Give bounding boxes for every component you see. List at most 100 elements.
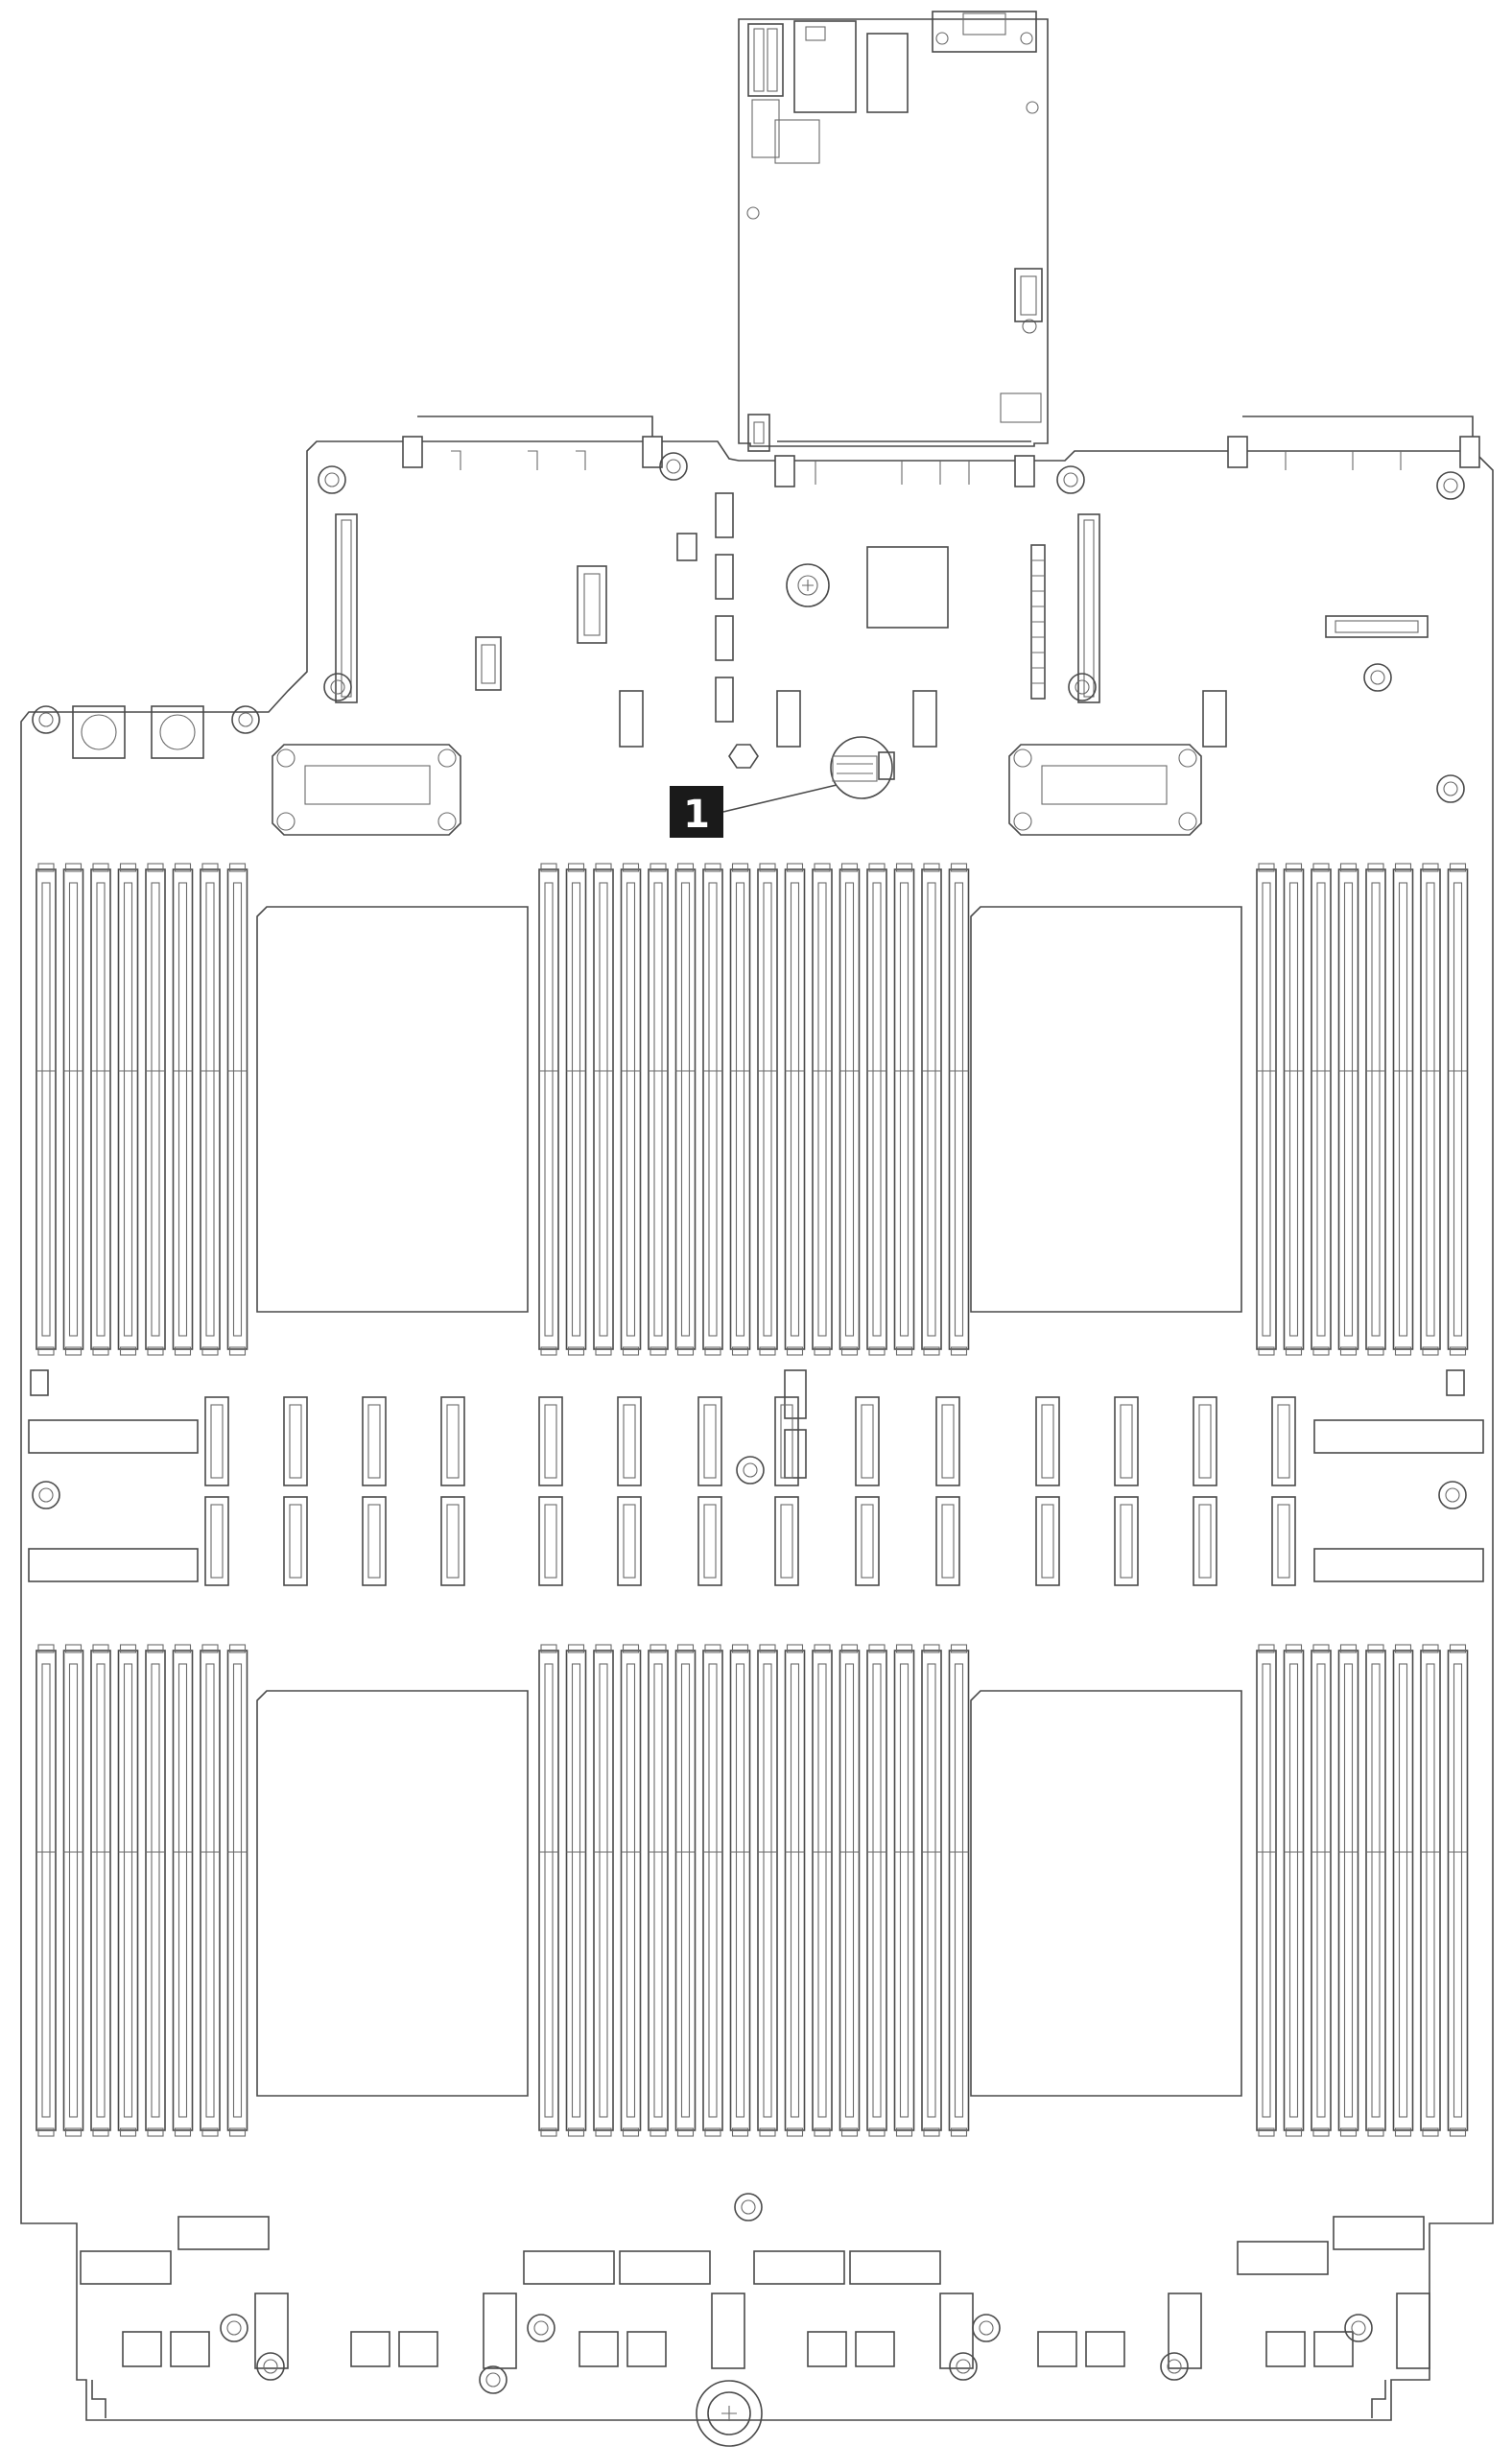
dimm-slot bbox=[620, 863, 642, 1356]
board-mount-screw bbox=[786, 563, 830, 607]
dimm-slot bbox=[784, 863, 806, 1356]
dimm-slot bbox=[921, 863, 942, 1356]
mounting-screw bbox=[1438, 1481, 1467, 1509]
dimm-slot bbox=[565, 863, 587, 1356]
mcio-connector bbox=[1271, 1396, 1296, 1486]
dimm-slot bbox=[757, 1644, 778, 2137]
dimm-slot bbox=[145, 1644, 166, 2137]
pin-header-column bbox=[1030, 544, 1046, 700]
dimm-slot bbox=[593, 863, 614, 1356]
mounting-screw bbox=[1160, 2352, 1189, 2381]
mounting-screw bbox=[1344, 2314, 1373, 2342]
mounting-screw bbox=[220, 2314, 248, 2342]
dimm-slot bbox=[702, 863, 723, 1356]
dimm-slot bbox=[1256, 1644, 1277, 2137]
dimm-slot bbox=[538, 863, 559, 1356]
mounting-screw bbox=[479, 2365, 508, 2394]
dimm-slot bbox=[565, 1644, 587, 2137]
mcio-connector bbox=[440, 1496, 465, 1586]
dimm-slot bbox=[226, 863, 248, 1356]
mcio-connector bbox=[1035, 1496, 1060, 1586]
mounting-screw bbox=[1436, 471, 1465, 500]
pcie-retainer-left bbox=[272, 744, 461, 836]
mcio-connector bbox=[617, 1396, 642, 1486]
dimm-slot bbox=[1392, 863, 1414, 1356]
dimm-slot bbox=[1392, 1644, 1414, 2137]
nut-hex bbox=[728, 744, 759, 769]
pcie-slot-right bbox=[1077, 513, 1100, 703]
mounting-screw bbox=[1436, 774, 1465, 803]
dimm-slot bbox=[1420, 1644, 1441, 2137]
mcio-connector bbox=[362, 1396, 387, 1486]
dimm-slot bbox=[538, 1644, 559, 2137]
mounting-screw bbox=[256, 2352, 285, 2381]
mcio-connector bbox=[440, 1396, 465, 1486]
dimm-slot bbox=[620, 1644, 642, 2137]
mcio-connector bbox=[855, 1396, 880, 1486]
dimm-slot bbox=[1447, 1644, 1469, 2137]
mcio-connector bbox=[204, 1496, 229, 1586]
mounting-screw bbox=[32, 1481, 60, 1509]
processor-socket bbox=[256, 906, 529, 1313]
dimm-slot bbox=[866, 1644, 887, 2137]
mcio-connector bbox=[538, 1496, 563, 1586]
dimm-slot bbox=[866, 863, 887, 1356]
mounting-screw bbox=[736, 1456, 765, 1485]
dimm-slot bbox=[1283, 863, 1305, 1356]
mounting-screw bbox=[949, 2352, 978, 2381]
dimm-slot bbox=[1420, 863, 1441, 1356]
pcie-retainer-right bbox=[1008, 744, 1202, 836]
dimm-slot bbox=[921, 1644, 942, 2137]
mounting-screw bbox=[527, 2314, 555, 2342]
mcio-connector bbox=[935, 1496, 960, 1586]
mounting-screw bbox=[734, 2193, 763, 2221]
mcio-connector bbox=[855, 1496, 880, 1586]
management-controller-chip bbox=[866, 546, 949, 629]
rear-pin-header bbox=[1014, 268, 1043, 322]
callout-leader-line bbox=[722, 784, 838, 813]
mcio-connector bbox=[283, 1396, 308, 1486]
callout-badge bbox=[670, 786, 723, 838]
mid-connector-rows bbox=[28, 1369, 1484, 1582]
dimm-slot bbox=[948, 863, 970, 1356]
dimm-slot bbox=[674, 863, 697, 1356]
dimm-slot bbox=[172, 1644, 194, 2137]
mcio-connector bbox=[697, 1396, 722, 1486]
mcio-connector bbox=[1193, 1396, 1217, 1486]
processor-sockets bbox=[256, 906, 1242, 2097]
riser-slot-3 bbox=[1227, 416, 1480, 470]
dimm-slot bbox=[1311, 863, 1332, 1356]
dimm-slot bbox=[948, 1644, 970, 2137]
coin-cell-battery bbox=[830, 736, 895, 799]
rear-vga-connector bbox=[932, 11, 1037, 53]
dimm-slot bbox=[90, 863, 111, 1356]
dimm-slot bbox=[812, 863, 833, 1356]
mcio-connector bbox=[204, 1396, 229, 1486]
rear-network-port bbox=[793, 20, 857, 113]
dimm-slot bbox=[648, 1644, 669, 2137]
mcio-connectors bbox=[204, 1396, 1296, 1586]
ocp-connector bbox=[1325, 615, 1429, 638]
mounting-screw bbox=[1363, 663, 1392, 692]
plunger-handle bbox=[696, 2380, 763, 2447]
dimm-slot bbox=[839, 863, 861, 1356]
mounting-screw bbox=[323, 673, 352, 701]
callout-number: 1 bbox=[683, 793, 710, 837]
mcio-connector bbox=[1114, 1396, 1139, 1486]
lower-connectors bbox=[80, 2216, 1425, 2285]
mounting-screw bbox=[659, 452, 688, 481]
dimm-slot bbox=[1365, 863, 1386, 1356]
dimm-slot bbox=[893, 1644, 915, 2137]
mcio-connector bbox=[538, 1396, 563, 1486]
mounting-screw bbox=[1056, 465, 1085, 494]
bottom-edge-bracket bbox=[91, 2380, 1386, 2418]
dimm-slot bbox=[62, 863, 84, 1356]
dimm-slot bbox=[1256, 863, 1277, 1356]
mounting-screws bbox=[32, 452, 1467, 2394]
dimm-slot bbox=[35, 863, 57, 1356]
riser-slot-1 bbox=[402, 416, 663, 470]
mounting-screw bbox=[318, 465, 346, 494]
dimm-slot bbox=[90, 1644, 111, 2137]
rear-usb-connector bbox=[747, 23, 784, 158]
